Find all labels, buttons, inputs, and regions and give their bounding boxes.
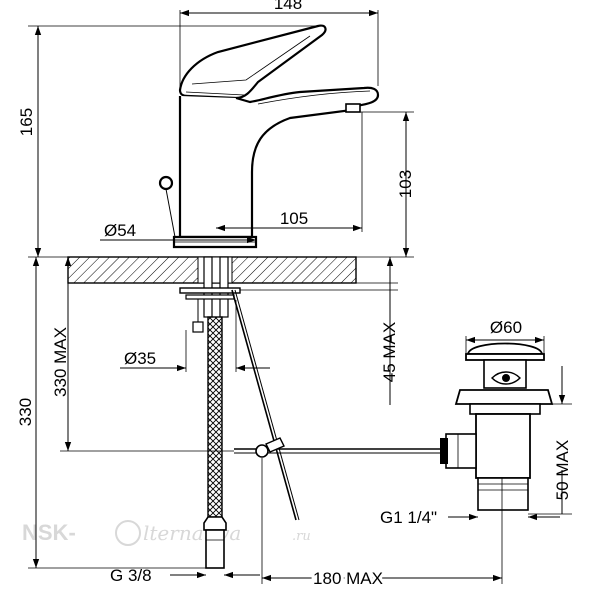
waste-assembly: [440, 342, 554, 511]
dim-103: 103: [256, 111, 415, 258]
watermark: NSK- lternativa .ru: [22, 520, 311, 546]
dim-105: 105: [216, 112, 363, 232]
dim-dia35: Ø35: [120, 300, 270, 372]
dim-dia35-label: Ø35: [124, 349, 156, 368]
aerator: [345, 103, 361, 113]
waste-connector: [445, 433, 477, 469]
waste-body: [475, 413, 531, 479]
dim-180-max-label: 180 MAX: [313, 569, 383, 588]
hose-nut: [203, 516, 227, 531]
dim-165: 165: [17, 25, 320, 258]
dim-50-max-label: 50 MAX: [553, 440, 572, 500]
dim-50-max: 50 MAX: [528, 366, 572, 515]
hose-fitting: [205, 529, 225, 569]
rod-clip: [255, 444, 269, 458]
dim-103-label: 103: [396, 170, 415, 198]
watermark-at-icon: [115, 520, 141, 546]
dim-148-label: 148: [274, 0, 302, 13]
waste-plug: [466, 342, 544, 355]
popup-knob: [158, 175, 174, 191]
dim-g38: G 3/8: [110, 566, 260, 585]
flexible-hose: [203, 316, 227, 569]
lift-rod: [234, 437, 444, 458]
dim-dia54: Ø54: [100, 221, 256, 244]
dim-g38-label: G 3/8: [110, 566, 152, 585]
spout: [178, 86, 380, 239]
dim-dia54-label: Ø54: [104, 221, 136, 240]
dim-105-label: 105: [280, 209, 308, 228]
dim-330-max-label: 330 MAX: [51, 327, 70, 397]
dim-g1-14: G1 1/4": [380, 508, 560, 527]
dim-165-label: 165: [17, 108, 36, 136]
dim-dia60: Ø60: [465, 318, 545, 354]
popup-rod: [231, 289, 297, 521]
dim-180-max: 180 MAX: [261, 458, 503, 591]
dim-330: 330: [16, 257, 206, 569]
dim-330-max: 330 MAX: [51, 257, 234, 452]
dim-45-max: 45 MAX: [240, 257, 399, 405]
lever-highlight: [191, 35, 311, 85]
fixing-nut: [179, 287, 241, 294]
dim-g1-14-label: G1 1/4": [380, 508, 437, 527]
lever-handle: [178, 24, 327, 100]
dim-148: 148: [179, 0, 379, 90]
dim-dia60-label: Ø60: [490, 318, 522, 337]
dim-45-max-label: 45 MAX: [380, 322, 399, 382]
shank: [179, 256, 241, 333]
watermark-suffix: .ru: [292, 529, 311, 544]
dim-330-label: 330: [16, 398, 35, 426]
faucet-body: [158, 24, 380, 249]
watermark-brand: NSK-: [22, 520, 76, 545]
waste-tail: [477, 477, 529, 511]
